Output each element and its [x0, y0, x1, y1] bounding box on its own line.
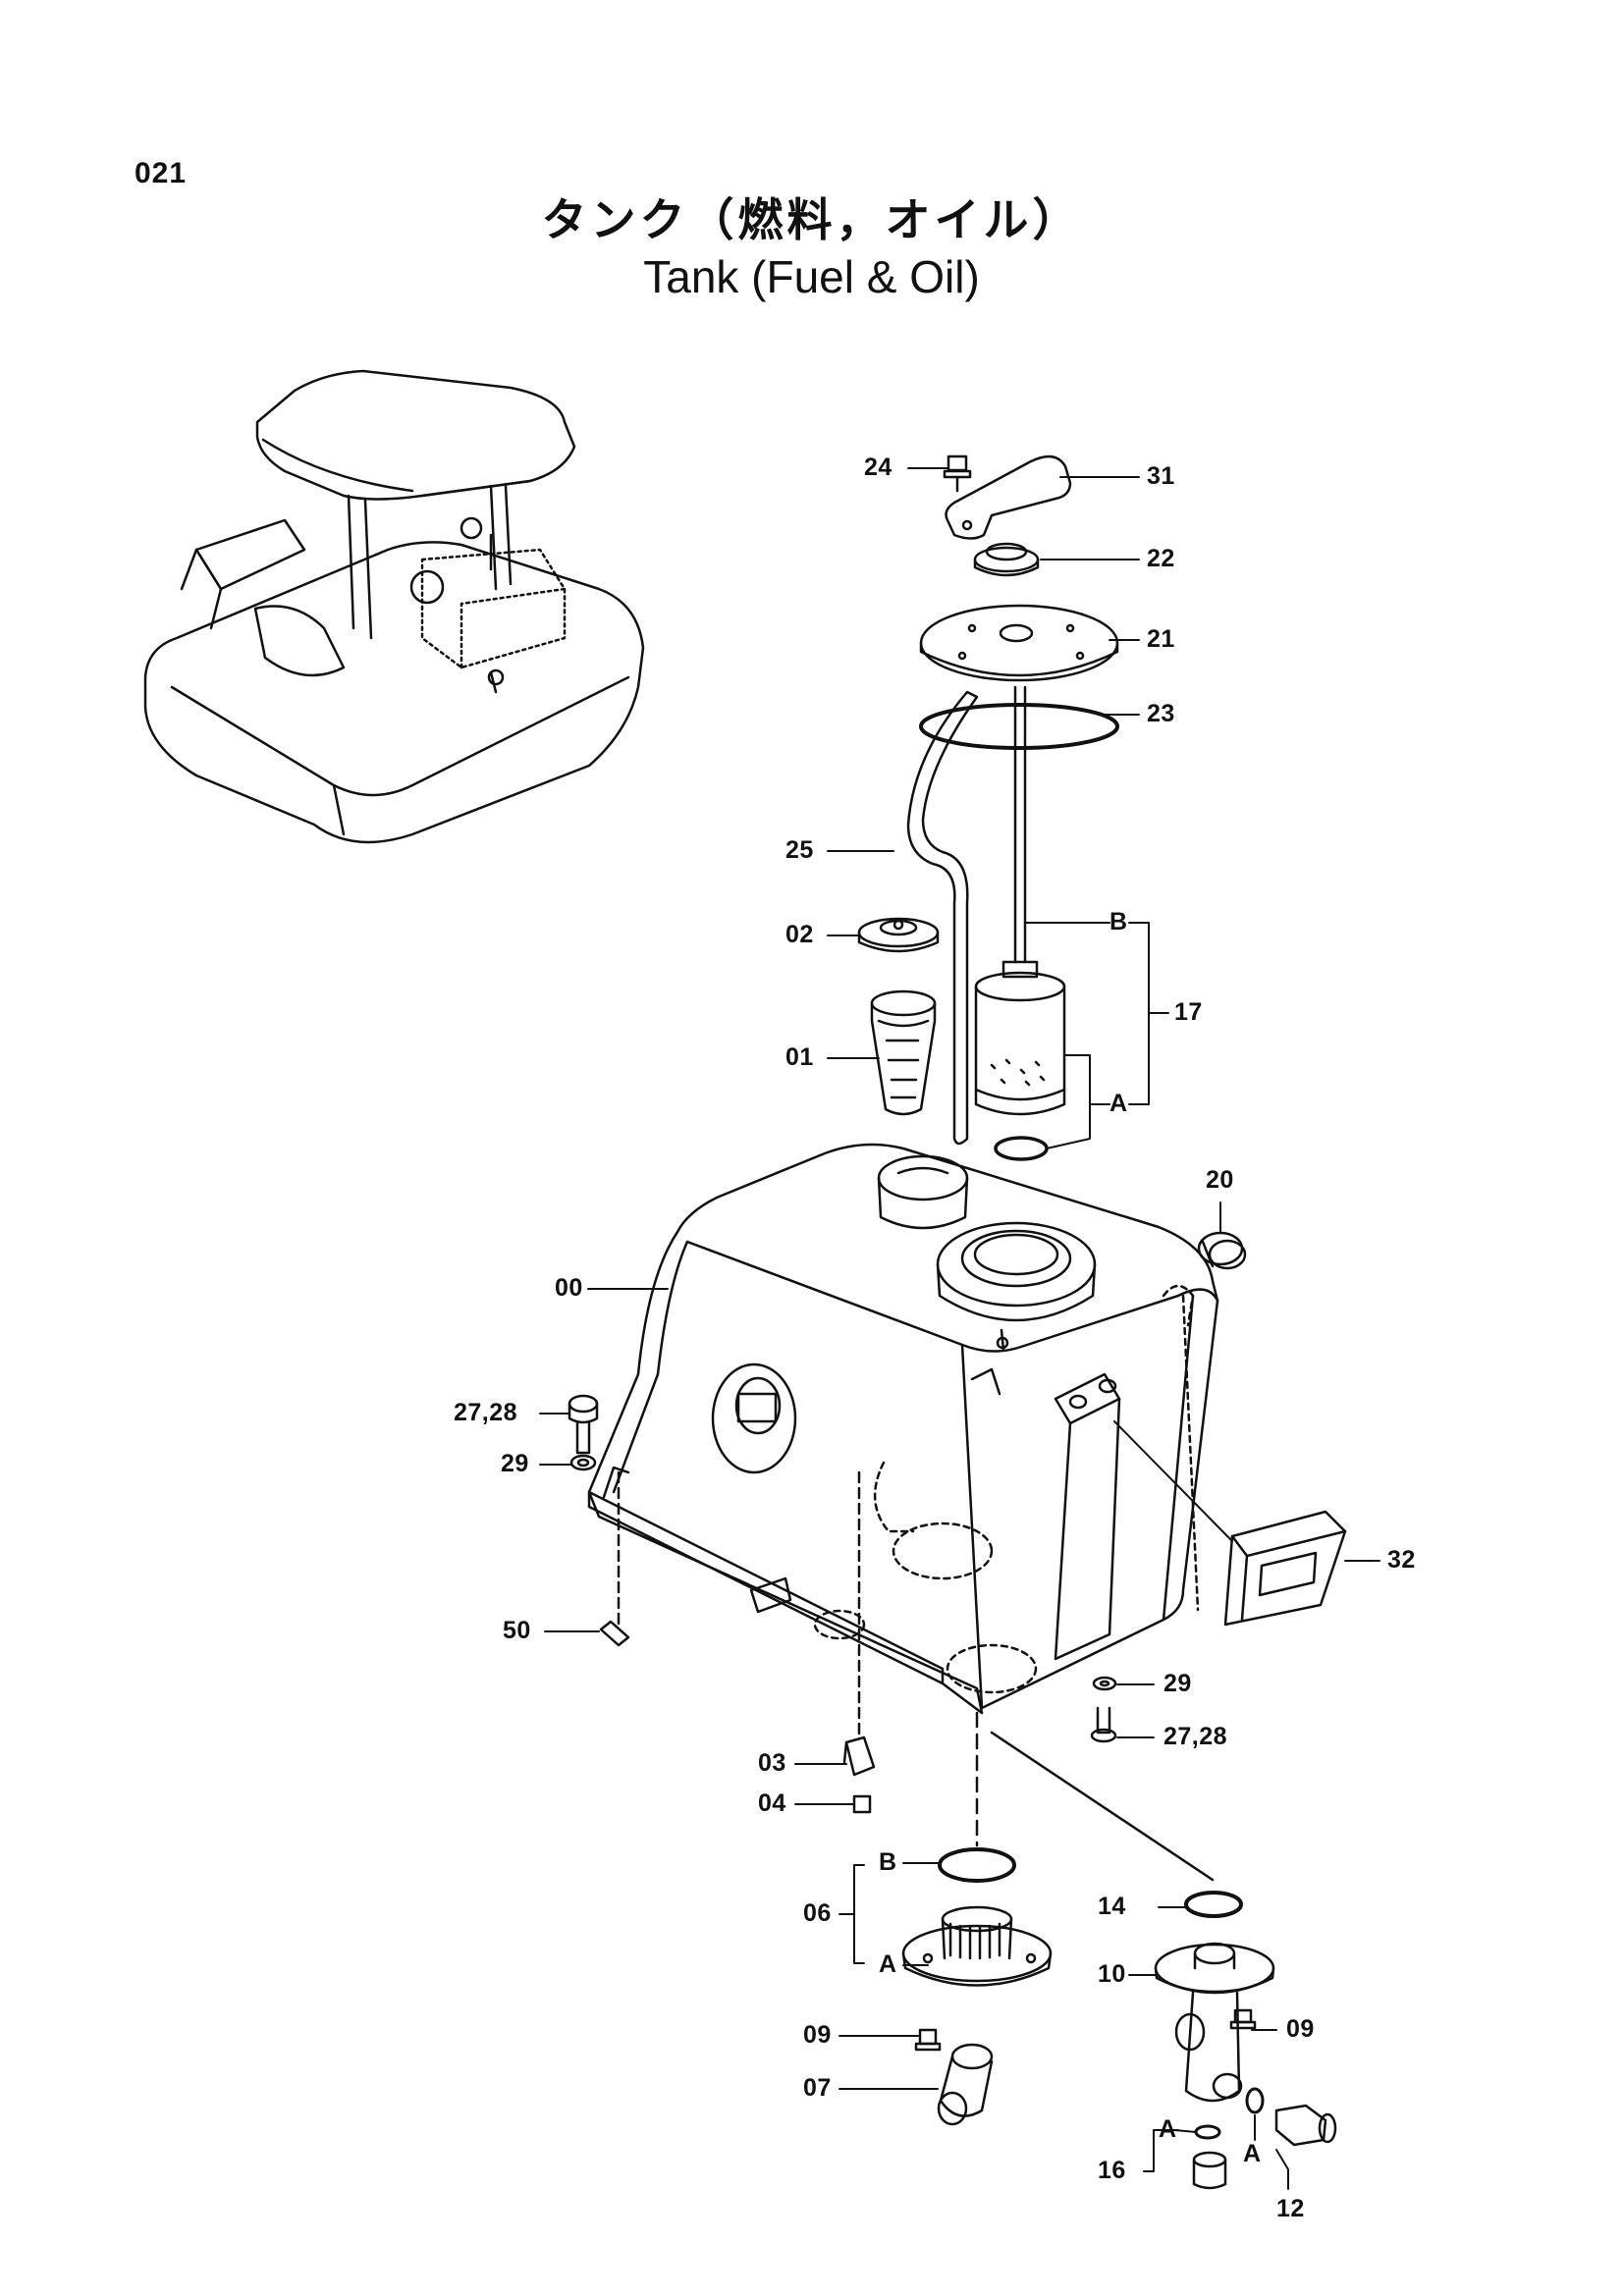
leader-lines [539, 467, 1380, 2190]
tank-00-shape [587, 1143, 1219, 1715]
valve-10-shape [1154, 1942, 1275, 2103]
callout-00: 00 [555, 1274, 583, 1302]
bolt-27-28-right-shape [1090, 1676, 1117, 1743]
callout-09-left: 09 [803, 2021, 832, 2049]
callout-01: 01 [785, 1043, 814, 1071]
machine-overview-illustration [143, 369, 645, 844]
cover-21-shape [919, 604, 1119, 682]
o-ring-06b [938, 1847, 1016, 1883]
plug-16-shape [1192, 2151, 1227, 2190]
callout-12: 12 [1276, 2195, 1305, 2222]
callout-A-12: A [1243, 2140, 1262, 2167]
callout-29-right: 29 [1163, 1670, 1192, 1697]
callout-03: 03 [758, 1749, 786, 1777]
hose-25-shape [906, 690, 979, 1146]
callout-02: 02 [785, 921, 814, 948]
callout-23: 23 [1147, 700, 1175, 727]
callout-17: 17 [1174, 998, 1203, 1026]
callout-50: 50 [503, 1617, 531, 1644]
o-ring-14 [1184, 1891, 1243, 1918]
fitting-03-shape [842, 1735, 876, 1777]
callout-22: 22 [1147, 545, 1175, 572]
callout-07: 07 [803, 2074, 832, 2102]
callout-25: 25 [785, 836, 814, 864]
callout-32: 32 [1387, 1546, 1416, 1574]
cap-20-shape [1197, 1231, 1247, 1270]
callout-04: 04 [758, 1789, 786, 1817]
bolt-09-right-shape [1229, 2008, 1257, 2030]
bolt-09-left-shape [914, 2028, 942, 2052]
cap-02-shape [857, 917, 940, 953]
elbow-07-shape [937, 2043, 994, 2126]
callout-10: 10 [1098, 1960, 1126, 1988]
page-title-english: Tank (Fuel & Oil) [643, 251, 980, 302]
o-ring-17a [994, 1136, 1049, 1161]
callout-B-top: B [1109, 908, 1128, 935]
connector-12-shape [1274, 2104, 1337, 2147]
bolt-27-28-left-shape [568, 1394, 599, 1471]
cap-22-shape [973, 542, 1040, 577]
callout-A-bottom: A [879, 1950, 897, 1978]
plug-04-shape [852, 1794, 872, 1814]
bracket-50-shape [599, 1620, 630, 1647]
callout-09-right: 09 [1286, 2015, 1315, 2043]
bracket-31-shape [945, 454, 1072, 540]
o-ring-12a [1245, 2087, 1265, 2114]
o-ring-16a [1194, 2124, 1221, 2140]
page-code: 021 [135, 157, 188, 189]
o-ring-23-shape [919, 703, 1119, 750]
panel-32-shape [1223, 1510, 1347, 1627]
callout-27-28-right: 27,28 [1163, 1723, 1228, 1750]
callout-27-28-left: 27,28 [454, 1399, 518, 1426]
callout-31: 31 [1147, 462, 1175, 490]
callout-14: 14 [1098, 1893, 1126, 1920]
callout-29-left: 29 [501, 1450, 529, 1477]
bolt-24-shape [943, 454, 972, 493]
callout-A-top: A [1109, 1090, 1128, 1117]
strainer-06-shape [901, 1905, 1053, 1987]
callout-B-bottom: B [879, 1848, 897, 1876]
callout-20: 20 [1206, 1166, 1234, 1194]
callout-06: 06 [803, 1899, 832, 1927]
callout-A-16: A [1159, 2115, 1177, 2143]
callout-24: 24 [864, 454, 893, 481]
filter-element-17-shape [974, 960, 1066, 1116]
callout-21: 21 [1147, 625, 1175, 653]
strainer-01-shape [870, 989, 937, 1116]
callout-16: 16 [1098, 2157, 1126, 2184]
page-title-japanese: タンク（燃料，オイル） [541, 193, 1082, 246]
